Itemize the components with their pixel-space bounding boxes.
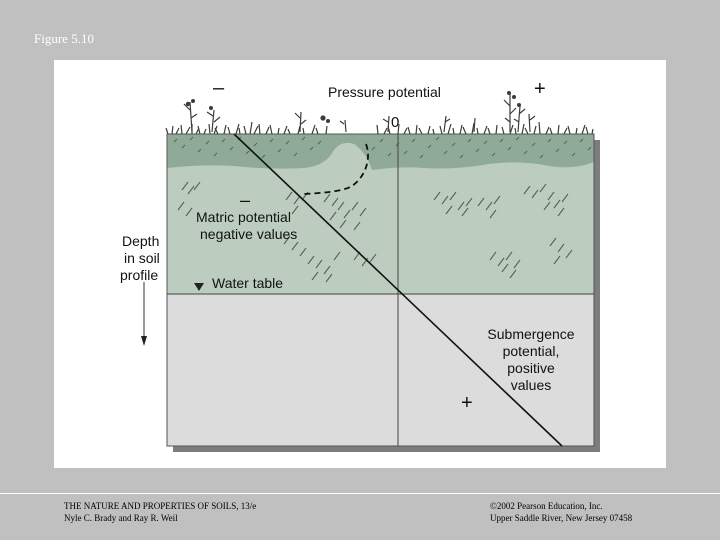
publisher-address: Upper Saddle River, New Jersey 07458 xyxy=(490,513,633,523)
depth-label-line2: in soil xyxy=(124,250,160,266)
footer-divider xyxy=(0,493,720,494)
soil-surface-band xyxy=(167,134,594,170)
book-authors: Nyle C. Brady and Ray R. Weil xyxy=(64,513,178,523)
zero-label: 0 xyxy=(391,114,399,131)
submergence-line4: values xyxy=(511,377,551,393)
soil-texture xyxy=(173,136,592,283)
footer-copyright: ©2002 Pearson Education, Inc. Upper Sadd… xyxy=(490,500,632,524)
figure-panel: – Pressure potential + 0 – Matric potent… xyxy=(54,60,666,468)
saturated-zone xyxy=(167,294,594,446)
pressure-potential-line xyxy=(233,133,563,447)
footer-book-info: THE NATURE AND PROPERTIES OF SOILS, 13/e… xyxy=(64,500,256,524)
book-title: THE NATURE AND PROPERTIES OF SOILS, 13/e xyxy=(64,501,257,511)
submergence-line1: Submergence xyxy=(487,326,574,342)
surface-vegetation xyxy=(165,94,594,135)
depth-label-line3: profile xyxy=(120,267,158,283)
depth-arrowhead xyxy=(141,336,147,346)
matric-potential-line2: negative values xyxy=(200,226,297,242)
depth-label-line1: Depth xyxy=(122,233,159,249)
submergence-line2: potential, xyxy=(503,343,560,359)
minus-sign-matric: – xyxy=(240,190,250,210)
soil-block-outline xyxy=(166,133,595,447)
pressure-potential-title: Pressure potential xyxy=(328,84,441,100)
weed-flowers xyxy=(185,91,521,123)
soil-water-potential-diagram: – Pressure potential + 0 – Matric potent… xyxy=(120,77,600,452)
minus-sign-top: – xyxy=(213,77,225,99)
plus-sign-top: + xyxy=(534,78,546,100)
water-table-marker-icon xyxy=(194,283,204,291)
submergence-line3: positive xyxy=(507,360,555,376)
dashed-curve xyxy=(303,143,369,195)
water-table-label: Water table xyxy=(212,275,283,291)
copyright-line: ©2002 Pearson Education, Inc. xyxy=(490,501,603,511)
plus-sign-bottom: + xyxy=(461,392,473,414)
figure-label: Figure 5.10 xyxy=(34,31,94,46)
matric-potential-line1: Matric potential xyxy=(196,209,291,225)
